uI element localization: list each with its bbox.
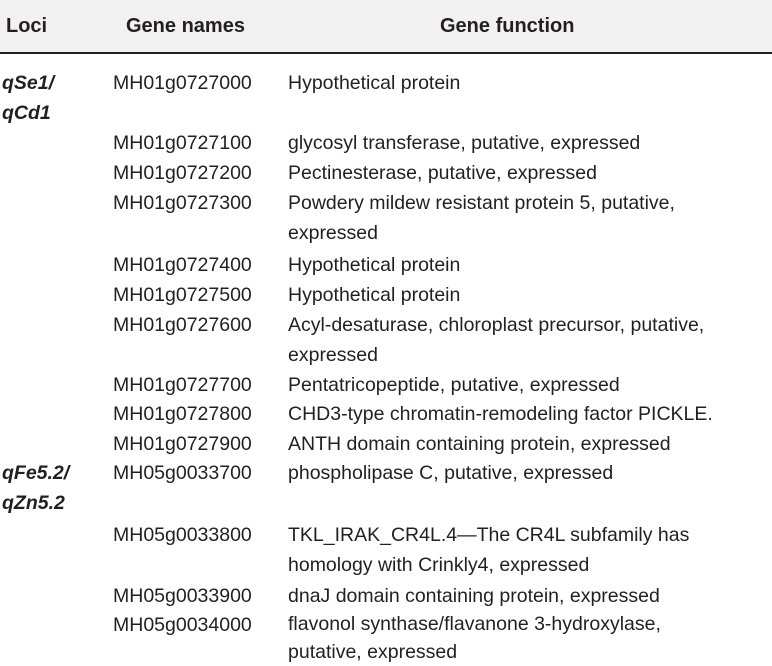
gene-function: TKL_IRAK_CR4L.4—The CR4L subfamily has h… xyxy=(288,520,748,580)
locus-line: qSe1/ xyxy=(2,72,55,94)
gene-function: dnaJ domain containing protein, expresse… xyxy=(288,581,748,611)
gene-function-line: glycosyl transferase, putative, expresse… xyxy=(288,132,641,154)
gene-function-line: homology with Crinkly4, expressed xyxy=(288,554,590,576)
header-gene-names: Gene names xyxy=(126,15,245,37)
gene-function: phospholipase C, putative, expressed xyxy=(288,458,748,488)
gene-function: ANTH domain containing protein, expresse… xyxy=(288,429,748,459)
gene-name: MH05g0034000 xyxy=(113,614,252,636)
gene-name: MH01g0727000 xyxy=(113,72,252,94)
gene-function-line: phospholipase C, putative, expressed xyxy=(288,462,614,484)
gene-name: MH01g0727200 xyxy=(113,162,252,184)
locus-line: qFe5.2/ xyxy=(2,462,70,484)
gene-function-line: Pentatricopeptide, putative, expressed xyxy=(288,374,620,396)
gene-function-line: Hypothetical protein xyxy=(288,284,461,306)
header-gene-function: Gene function xyxy=(440,15,575,37)
gene-function-line: ANTH domain containing protein, expresse… xyxy=(288,433,671,455)
gene-name: MH05g0033700 xyxy=(113,462,252,484)
gene-function-line: CHD3-type chromatin-remodeling factor PI… xyxy=(288,403,713,425)
gene-function: Acyl-desaturase, chloroplast precursor, … xyxy=(288,310,748,370)
gene-function-line: Hypothetical protein xyxy=(288,72,461,94)
locus-label: qSe1/ qCd1 xyxy=(2,68,54,128)
locus-label: qFe5.2/ qZn5.2 xyxy=(2,458,69,518)
gene-function-line: TKL_IRAK_CR4L.4—The CR4L subfamily has xyxy=(288,524,690,546)
gene-function-line: dnaJ domain containing protein, expresse… xyxy=(288,585,660,607)
gene-name: MH01g0727900 xyxy=(113,433,252,455)
gene-name: MH01g0727300 xyxy=(113,192,252,214)
locus-line: qZn5.2 xyxy=(2,492,65,514)
gene-name: MH05g0033900 xyxy=(113,585,252,607)
gene-function: CHD3-type chromatin-remodeling factor PI… xyxy=(288,399,748,429)
gene-function: flavonol synthase/flavanone 3-hydroxylas… xyxy=(288,610,748,666)
gene-function: Pectinesterase, putative, expressed xyxy=(288,158,748,188)
gene-function: Hypothetical protein xyxy=(288,280,748,310)
gene-function-line: putative, expressed xyxy=(288,641,458,663)
table-header: Loci Gene names Gene function xyxy=(0,0,772,54)
gene-function-line: Powdery mildew resistant protein 5, puta… xyxy=(288,192,675,214)
gene-name: MH05g0033800 xyxy=(113,524,252,546)
gene-name: MH01g0727100 xyxy=(113,132,252,154)
gene-function: Powdery mildew resistant protein 5, puta… xyxy=(288,188,748,248)
gene-function-line: flavonol synthase/flavanone 3-hydroxylas… xyxy=(288,613,661,635)
gene-function-line: Pectinesterase, putative, expressed xyxy=(288,162,597,184)
gene-function: Pentatricopeptide, putative, expressed xyxy=(288,370,748,400)
gene-name: MH01g0727500 xyxy=(113,284,252,306)
gene-function-line: expressed xyxy=(288,344,378,366)
gene-function: Hypothetical protein xyxy=(288,68,748,98)
gene-name: MH01g0727800 xyxy=(113,403,252,425)
locus-line: qCd1 xyxy=(2,102,51,124)
gene-function-line: Acyl-desaturase, chloroplast precursor, … xyxy=(288,314,705,336)
gene-name: MH01g0727600 xyxy=(113,314,252,336)
gene-name: MH01g0727700 xyxy=(113,374,252,396)
gene-function: Hypothetical protein xyxy=(288,250,748,280)
gene-function: glycosyl transferase, putative, expresse… xyxy=(288,128,748,158)
gene-function-line: Hypothetical protein xyxy=(288,254,461,276)
gene-function-line: expressed xyxy=(288,222,378,244)
gene-name: MH01g0727400 xyxy=(113,254,252,276)
header-loci: Loci xyxy=(6,15,48,37)
